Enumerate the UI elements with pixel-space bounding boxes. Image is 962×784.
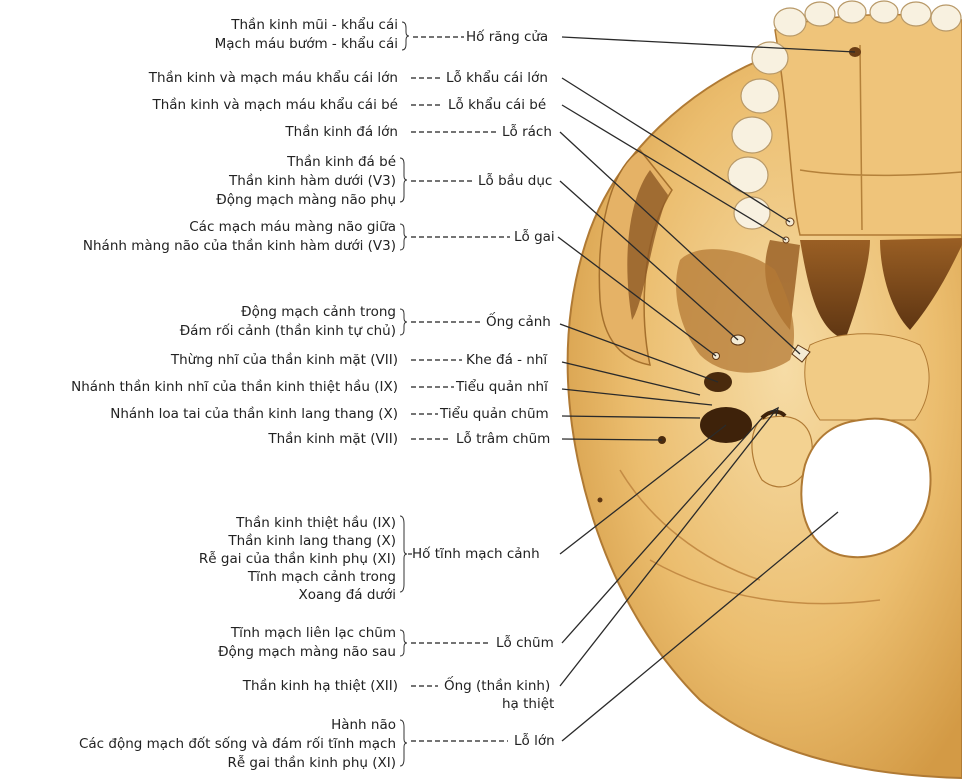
- label-auricular-branch-vagus: Nhánh loa tai của thần kinh lang thang (…: [110, 406, 398, 422]
- label-group-tympanic-canaliculus: Nhánh thần kinh nhĩ của thần kinh thiệt …: [71, 378, 713, 406]
- teeth-row: [727, 0, 962, 230]
- foramen-greater-palatine-label: Lỗ khẩu cái lớn: [446, 69, 548, 86]
- skull-base-illustration: [566, 0, 962, 780]
- brace: [399, 157, 408, 203]
- label-hypoglossal-nerve: Thần kinh hạ thiệt (XII): [242, 678, 398, 694]
- label-group-mastoid: Tĩnh mạch liên lạc chũm Động mạch màng n…: [218, 417, 763, 660]
- label-group-hypoglossal: Thần kinh hạ thiệt (XII) Ống (thần kinh)…: [242, 406, 779, 712]
- occipital-condyle: [751, 415, 813, 488]
- pointer-line: [561, 511, 839, 742]
- label-medulla: Hành não: [331, 717, 396, 733]
- foramen-stylomastoid-label: Lỗ trâm chũm: [456, 430, 550, 447]
- foramen-lacerum: [791, 344, 811, 363]
- label-internal-carotid-artery: Động mạch cảnh trong: [241, 304, 396, 320]
- label-sphenopalatine-vessels: Mạch máu bướm - khẩu cái: [215, 35, 398, 52]
- label-mandibular-nerve: Thần kinh hàm dưới (V3): [228, 173, 396, 189]
- pointer-line: [559, 424, 727, 555]
- pointer-line: [559, 131, 801, 355]
- pointer-line: [561, 361, 701, 396]
- label-group-jugular: Thần kinh thiệt hầu (IX) Thần kinh lang …: [199, 424, 727, 603]
- pointer-line: [561, 438, 663, 441]
- label-group-lacerum: Thần kinh đá lớn Lỗ rách: [284, 123, 801, 355]
- label-internal-jugular-vein: Tĩnh mạch cảnh trong: [247, 569, 396, 585]
- label-group-magnum: Hành não Các động mạch đốt sống và đám r…: [79, 511, 839, 771]
- label-spinal-root-xi: Rễ gai thần kinh phụ (XI): [227, 754, 396, 771]
- label-group-greater-palatine: Thần kinh và mạch máu khẩu cái lớn Lỗ kh…: [148, 69, 791, 223]
- foramen-ovale-label: Lỗ bầu dục: [478, 172, 552, 189]
- label-group-ovale: Thần kinh đá bé Thần kinh hàm dưới (V3) …: [216, 154, 739, 341]
- foramen-mastoid-label: Lỗ chũm: [496, 634, 554, 651]
- label-group-mastoid-canaliculus: Nhánh loa tai của thần kinh lang thang (…: [110, 405, 701, 422]
- label-lesser-palatine-nerve: Thần kinh và mạch máu khẩu cái bé: [151, 96, 398, 113]
- pointer-line: [561, 388, 713, 406]
- mastoid-foramen: [597, 497, 603, 503]
- label-vertebral-arteries: Các động mạch đốt sống và đám rối tĩnh m…: [79, 735, 396, 752]
- brace: [399, 515, 408, 593]
- label-group-carotid: Động mạch cảnh trong Đám rối cảnh (thần …: [180, 304, 719, 383]
- foramen-petrotympanic-label: Khe đá - nhĩ: [466, 352, 548, 368]
- brace: [401, 21, 410, 51]
- foramen-tympanic-canaliculus-label: Tiểu quản nhĩ: [455, 378, 549, 395]
- pointer-line: [561, 77, 791, 223]
- label-posterior-meningeal-artery: Động mạch màng não sau: [218, 644, 396, 660]
- zygomatic-hollow: [627, 170, 668, 320]
- pointer-arrowhead: [769, 406, 779, 417]
- label-group-incisive: Thần kinh mũi - khẩu cái Mạch máu bướm -…: [215, 16, 856, 53]
- foramen-lacerum-label: Lỗ rách: [502, 123, 552, 140]
- choanae: [800, 240, 870, 340]
- label-tympanic-nerve: Nhánh thần kinh nhĩ của thần kinh thiệt …: [71, 379, 398, 395]
- basilar-part: [804, 333, 930, 421]
- foramen-carotid-label: Ống cảnh: [486, 311, 551, 330]
- pointer-line: [557, 236, 717, 357]
- label-group-lesser-palatine: Thần kinh và mạch máu khẩu cái bé Lỗ khẩ…: [151, 96, 787, 241]
- foramen-hypoglossal-label-2: hạ thiệt: [502, 696, 554, 712]
- label-nasopalatine-nerve: Thần kinh mũi - khẩu cái: [230, 16, 398, 33]
- label-accessory-meningeal-artery: Động mạch màng não phụ: [216, 192, 396, 208]
- infratemporal-fossa: [676, 249, 795, 373]
- pointer-line: [559, 180, 739, 341]
- pointer-line: [561, 104, 787, 241]
- palatine-suture: [799, 44, 962, 231]
- label-greater-palatine-nerve: Thần kinh và mạch máu khẩu cái lớn: [148, 69, 398, 86]
- brace: [399, 308, 408, 336]
- pointer-line: [561, 36, 856, 53]
- label-vagus-nerve: Thần kinh lang thang (X): [227, 533, 396, 549]
- foramen-jugular-label: Hố tĩnh mạch cảnh: [412, 545, 540, 562]
- brace: [399, 629, 408, 657]
- foramen-lesser-palatine-label: Lỗ khẩu cái bé: [448, 96, 546, 113]
- nuchal-lines: [619, 469, 881, 605]
- label-middle-meningeal-vessels: Các mạch máu màng não giữa: [189, 219, 396, 235]
- pointer-line: [559, 323, 719, 383]
- foramen-magnum-label: Lỗ lớn: [514, 732, 555, 749]
- label-group-stylomastoid: Thần kinh mặt (VII) Lỗ trâm chũm: [267, 430, 663, 447]
- foramen-spinosum-label: Lỗ gai: [514, 228, 555, 245]
- hard-palate: [774, 13, 962, 236]
- brace: [399, 719, 408, 767]
- pointer-line: [561, 417, 763, 644]
- foramen-magnum: [800, 417, 932, 559]
- label-group-spinosum: Các mạch máu màng não giữa Nhánh màng nã…: [83, 219, 717, 357]
- foramen-incisive-label: Hố răng cửa: [466, 28, 548, 45]
- brace: [399, 223, 408, 251]
- pointer-line: [559, 409, 777, 687]
- label-lesser-petrosal-nerve: Thần kinh đá bé: [286, 154, 396, 170]
- label-greater-petrosal-nerve: Thần kinh đá lớn: [284, 124, 398, 140]
- label-meningeal-branch-v3: Nhánh màng não của thần kinh hàm dưới (V…: [83, 238, 396, 254]
- choanae-right: [880, 238, 962, 330]
- label-facial-nerve: Thần kinh mặt (VII): [267, 431, 398, 447]
- labels-layer: Thần kinh mũi - khẩu cái Mạch máu bướm -…: [71, 16, 856, 771]
- label-spinal-root-accessory: Rễ gai của thần kinh phụ (XI): [199, 550, 396, 567]
- label-glossopharyngeal-nerve: Thần kinh thiệt hầu (IX): [235, 515, 396, 531]
- foramen-hypoglossal-label-1: Ống (thần kinh): [444, 675, 550, 694]
- pointer-line: [561, 415, 701, 419]
- label-group-petrotympanic: Thừng nhĩ của thần kinh mặt (VII) Khe đá…: [170, 352, 701, 396]
- label-carotid-plexus: Đám rối cảnh (thần kinh tự chủ): [180, 322, 396, 339]
- label-chorda-tympani: Thừng nhĩ của thần kinh mặt (VII): [170, 352, 398, 368]
- pterygoid-plate: [765, 240, 800, 330]
- label-mastoid-emissary-vein: Tĩnh mạch liên lạc chũm: [230, 625, 396, 641]
- foramen-mastoid-canaliculus-label: Tiểu quản chũm: [439, 405, 549, 422]
- label-inferior-petrosal-sinus: Xoang đá dưới: [299, 587, 396, 603]
